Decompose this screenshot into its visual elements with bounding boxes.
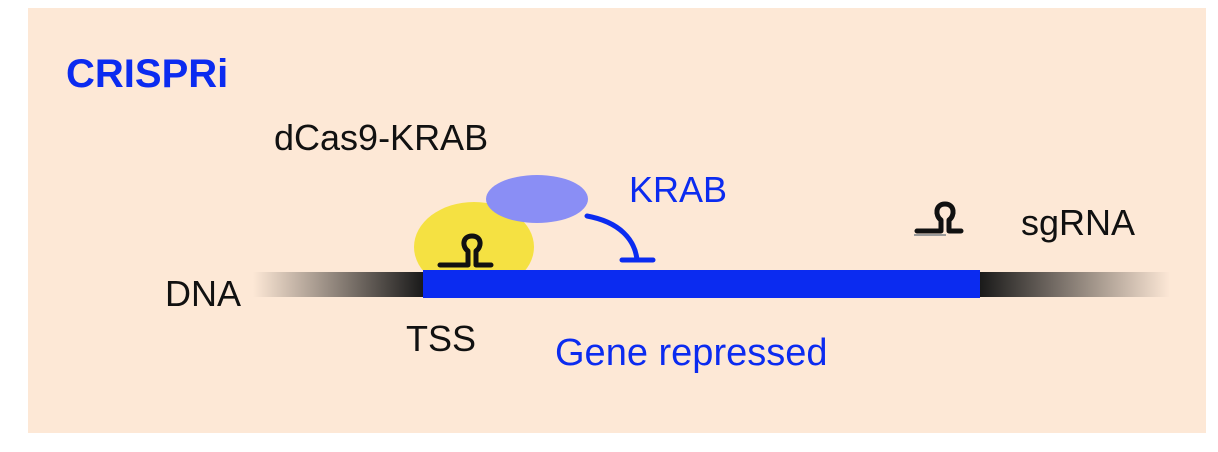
- dcas9-protein: [414, 202, 534, 292]
- dna-label: DNA: [165, 273, 242, 314]
- dna-strand-left: [253, 272, 423, 297]
- gene-repressed-label: Gene repressed: [555, 332, 828, 374]
- diagram-panel: CRISPRi dCas9-KRAB KRAB sgRNA DNA TSS Ge…: [28, 8, 1206, 433]
- sgrna-label: sgRNA: [1021, 202, 1136, 243]
- diagram-title: CRISPRi: [66, 52, 229, 96]
- krab-domain: [486, 175, 588, 223]
- panel-background: [28, 8, 1206, 433]
- dcas9-krab-label: dCas9-KRAB: [274, 117, 489, 158]
- tss-label: TSS: [406, 318, 477, 359]
- inhibition-arrow-icon: [584, 213, 656, 263]
- dna-strand-right: [980, 272, 1170, 297]
- crispri-diagram: [28, 8, 1206, 433]
- sgrna-hairpin-icon: [437, 233, 494, 268]
- sgrna-legend-icon: [914, 201, 964, 236]
- gene-body: [423, 270, 980, 298]
- krab-label: KRAB: [629, 169, 728, 210]
